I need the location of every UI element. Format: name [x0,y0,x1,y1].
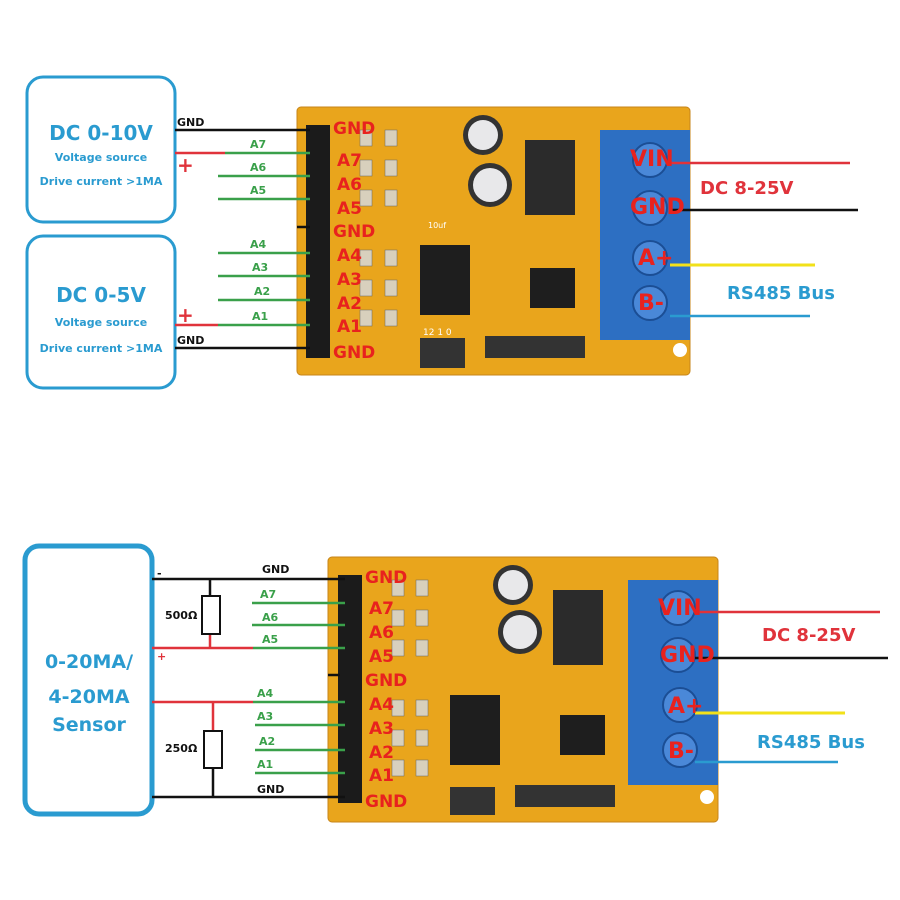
power-label: DC 8-25V [700,178,793,199]
pin-label: A3 [337,270,362,290]
bus-label: RS485 Bus [727,283,835,304]
cap-label: 10uf [428,221,446,230]
resistor-250-ohm [203,730,223,769]
plus-sign: + [177,153,194,177]
pin-label: A6 [369,623,394,643]
resistor-500-ohm [201,595,221,635]
pin-label: GND [333,343,375,363]
sensor-label: Sensor [52,714,126,736]
terminal-label: VIN [658,596,702,621]
mcu-chip [420,245,470,315]
pin-labels-bottom: GND A7 A6 A5 GND A4 A3 A2 A1 GND [365,568,407,812]
wire-label: GND [177,334,204,347]
source-desc: Voltage source [55,316,147,329]
terminal-label: B- [638,291,664,316]
pin-label: A6 [337,175,362,195]
wire-labels-bottom: - GND A7 A6 A5 + A4 A3 A2 A1 GND 500Ω 25… [157,563,289,796]
wire-label: A5 [250,184,266,197]
wire-label: GND [262,563,289,576]
pin-label: A7 [369,599,394,619]
terminal-label: GND [660,643,715,668]
pcb-board-bottom [327,556,719,823]
source-desc: Drive current >1MA [40,342,163,355]
mcu-chip [450,695,500,765]
pin-label: A2 [369,743,394,763]
pin-label: A1 [337,317,362,337]
resistor-label: 500Ω [165,609,198,622]
source-box-0-5v: DC 0-5V Voltage source Drive current >1M… [25,234,177,390]
wire-label: A6 [250,161,267,174]
power-label: DC 8-25V [762,625,855,646]
wire-label: GND [257,783,284,796]
plus-sign: + [157,650,166,663]
wire-label: A7 [250,138,266,151]
source-box-0-10v: DC 0-10V Voltage source Drive current >1… [25,75,177,224]
plus-sign: + [177,303,194,327]
top-diagram: 10uf 12 1 0 GND A7 A6 A5 GND A4 A3 A2 A1… [25,75,858,390]
sensor-label: 4-20MA [48,686,129,708]
wire-label: A3 [252,261,268,274]
bus-label: RS485 Bus [757,732,865,753]
wire-label: A4 [250,238,267,251]
jumper-label: 12 1 0 [423,328,452,338]
terminal-label: VIN [630,147,674,172]
wire-labels-top: GND + A7 A6 A5 A4 A3 A2 A1 + GND [177,116,270,347]
wire-label: A3 [257,710,273,723]
pin-label: A5 [337,199,362,219]
wire-label: A6 [262,611,279,624]
pin-label: GND [365,568,407,588]
pin-label: A2 [337,294,362,314]
wires-top [175,128,858,350]
bottom-diagram: GND A7 A6 A5 GND A4 A3 A2 A1 GND 0-20MA/… [22,543,888,823]
source-title: DC 0-5V [56,283,146,307]
pin-label: GND [333,222,375,242]
pin-label: A4 [337,246,362,266]
terminal-labels-bottom: VIN GND A+ B- DC 8-25V RS485 Bus [658,596,865,764]
pin-label: GND [333,119,375,139]
wire-label: A4 [257,687,274,700]
terminal-label: GND [630,195,685,220]
wire-label: A1 [252,310,268,323]
transceiver-chip [560,715,605,755]
wire-label: A5 [262,633,278,646]
terminal-labels-top: VIN GND A+ B- DC 8-25V RS485 Bus [630,147,835,316]
pcb-board-top: 10uf 12 1 0 [296,106,691,376]
minus-sign: - [157,567,162,580]
wires-bottom [152,577,888,799]
wire-label: A7 [260,588,276,601]
terminal-label: A+ [668,694,703,719]
pin-label: A3 [369,719,394,739]
resistor-label: 250Ω [165,742,198,755]
source-desc: Voltage source [55,151,147,164]
pin-label: GND [365,671,407,691]
sensor-box: 0-20MA/ 4-20MA Sensor [22,543,155,817]
wire-label: GND [177,116,204,129]
terminal-label: B- [668,739,694,764]
pin-label: A1 [369,766,394,786]
wire-label: A2 [254,285,270,298]
regulator [525,140,575,215]
pin-header [306,125,330,358]
source-title: DC 0-10V [49,121,153,145]
wire-label: A2 [259,735,275,748]
pin-label: A7 [337,151,362,171]
pin-labels-top: GND A7 A6 A5 GND A4 A3 A2 A1 GND [333,119,375,363]
pin-label: A5 [369,647,394,667]
transceiver-chip [530,268,575,308]
pin-header [338,575,362,803]
wire-label: A1 [257,758,273,771]
pin-label: A4 [369,695,394,715]
source-desc: Drive current >1MA [40,175,163,188]
pin-label: GND [365,792,407,812]
regulator [553,590,603,665]
terminal-label: A+ [638,246,673,271]
sensor-label: 0-20MA/ [45,651,133,673]
